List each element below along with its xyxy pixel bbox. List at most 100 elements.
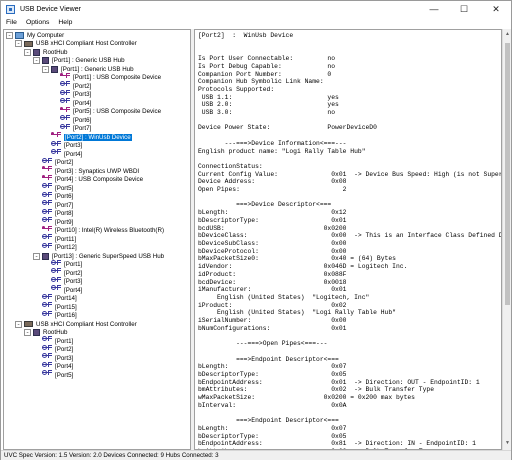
tree-node[interactable]: [Port1] (42, 259, 82, 270)
pane-splitter[interactable] (191, 29, 194, 450)
details-pane[interactable]: [Port2] : WinUsb Device Is Port User Con… (194, 29, 502, 450)
collapse-toggle-icon[interactable]: - (15, 320, 22, 328)
tree-node[interactable]: -[Port1] : Generic USB Hub (42, 65, 134, 74)
title-bar: USB Device Viewer — ☐ ✕ (1, 1, 511, 17)
maximize-button[interactable]: ☐ (459, 3, 469, 14)
tree-node-label: My Computer (27, 31, 65, 39)
tree-node[interactable]: [Port2] (51, 81, 92, 91)
tree-node[interactable]: [Port11] (33, 234, 76, 244)
tree-node[interactable]: -USB xHCI Compliant Host Controller (15, 40, 137, 49)
tree-node-label: [Port6] (55, 193, 74, 201)
tree-node[interactable]: [Port7] (33, 200, 74, 210)
collapse-toggle-icon[interactable]: - (6, 31, 13, 39)
tree-node[interactable]: [Port2] (33, 344, 74, 355)
details-line: bLength: 0x07 (198, 363, 347, 371)
tree-node[interactable]: [Port14] (33, 293, 77, 304)
usb-port-icon (42, 183, 52, 191)
hub-icon (33, 48, 40, 56)
close-button[interactable]: ✕ (492, 3, 500, 14)
tree-node[interactable]: [Port4] (42, 285, 83, 295)
usb-port-icon (51, 140, 61, 149)
tree-node-label: [Port14] (55, 295, 77, 303)
tree-node[interactable]: [Port1] : USB Composite Device (51, 72, 162, 83)
menu-file[interactable]: File (6, 19, 17, 26)
collapse-toggle-icon[interactable]: - (24, 329, 31, 337)
tree-node[interactable]: -RootHub (24, 48, 67, 57)
details-line: bEndpointAddress: 0x81 -> Direction: IN … (198, 440, 476, 448)
computer-icon (15, 31, 24, 39)
scroll-down-arrow-icon[interactable]: ▼ (505, 440, 510, 446)
usb-port-icon (42, 353, 52, 361)
usb-port-icon (60, 89, 70, 98)
tree-node-label: [Port10] : Intel(R) Wireless Bluetooth(R… (55, 227, 165, 235)
tree-node[interactable]: -RootHub (24, 329, 67, 338)
tree-node[interactable]: [Port4] (42, 149, 82, 159)
tree-node[interactable]: [Port5] : USB Composite Device (51, 106, 162, 117)
tree-node[interactable]: [Port2] (33, 157, 73, 168)
tree-node[interactable]: [Port5] (33, 370, 73, 380)
tree-node-label: [Port8] (55, 210, 74, 218)
usb-port-icon (42, 217, 52, 225)
tree-node[interactable]: [Port3] : Synaptics UWP WBDI (33, 166, 139, 176)
tree-node[interactable]: [Port6] (51, 115, 92, 125)
details-line: bDeviceProtocol: 0x00 (198, 247, 347, 255)
details-line: bmAttributes: 0x02 -> Bulk Transfer Type (198, 386, 435, 394)
details-line: English (United States) "Logi Rally Tabl… (198, 309, 396, 317)
tree-node[interactable]: [Port3] (42, 140, 82, 151)
details-line: USB 1.1: yes (198, 93, 339, 101)
tree-node[interactable]: [Port4] (51, 98, 91, 108)
menu-options[interactable]: Options (25, 19, 50, 26)
tree-node[interactable]: -[Port1] : Generic USB Hub (33, 57, 125, 66)
tree-node[interactable]: [Port1] (33, 336, 73, 346)
details-line: ===>Endpoint Descriptor<=== (198, 355, 339, 363)
collapse-toggle-icon[interactable]: - (33, 252, 40, 260)
usb-port-icon (60, 115, 70, 123)
usb-port-icon (60, 81, 70, 89)
tree-node-label: [Port4] (64, 286, 83, 294)
tree-node-label: [Port6] (73, 116, 92, 124)
usb-port-icon (51, 285, 61, 293)
tree-node[interactable]: [Port3] (33, 353, 73, 363)
menu-help[interactable]: Help (58, 19, 73, 26)
tree-node-label: [Port1] : USB Composite Device (73, 74, 162, 82)
tree-node[interactable]: [Port3] (51, 89, 91, 100)
usb-port-icon (42, 344, 52, 353)
tree-node[interactable]: -[Port13] : Generic SuperSpeed USB Hub (33, 252, 164, 261)
tree-node[interactable]: [Port7] (51, 123, 91, 134)
collapse-toggle-icon[interactable]: - (24, 48, 31, 56)
scroll-up-arrow-icon[interactable]: ▲ (505, 31, 510, 37)
tree-node[interactable]: [Port2] : WinUsb Device (42, 132, 132, 142)
details-line: bDescriptorType: 0x05 (198, 432, 347, 440)
tree-node-label: [Port7] (55, 201, 74, 209)
hub-icon (33, 329, 40, 337)
tree-node[interactable]: [Port2] (42, 268, 82, 278)
tree-node[interactable]: [Port10] : Intel(R) Wireless Bluetooth(R… (33, 225, 165, 236)
details-line: wMaxPacketSize: 0x0200 = 0x200 max bytes (198, 394, 415, 402)
collapse-toggle-icon[interactable]: - (15, 40, 22, 48)
tree-node-label: [Port2] (55, 346, 74, 354)
tree-node-label: [Port3] (64, 278, 83, 286)
tree-node[interactable]: [Port4] : USB Composite Device (33, 174, 143, 185)
usb-port-icon (60, 98, 70, 106)
tree-node[interactable]: [Port3] (42, 276, 83, 287)
tree-node[interactable]: - My Computer (6, 31, 64, 40)
tree-node[interactable]: [Port8] (33, 208, 74, 219)
collapse-toggle-icon[interactable]: - (42, 65, 49, 73)
collapse-toggle-icon[interactable]: - (33, 57, 40, 65)
tree-node[interactable]: [Port12] (33, 242, 77, 253)
scrollbar-thumb[interactable] (505, 43, 510, 305)
tree-node[interactable]: [Port9] (33, 217, 73, 227)
tree-node[interactable]: [Port16] (33, 310, 77, 321)
tree-node-label: [Port2] (73, 82, 92, 90)
tree-node-label: [Port5] : USB Composite Device (73, 108, 162, 116)
tree-node[interactable]: [Port15] (33, 302, 77, 312)
details-line: Is Port User Connectable: no (198, 55, 336, 63)
details-scrollbar[interactable]: ▲ ▼ (502, 29, 511, 450)
tree-node[interactable]: [Port4] (33, 361, 73, 372)
tree-node[interactable]: [Port5] (33, 183, 73, 193)
tree-node[interactable]: [Port6] (33, 191, 74, 202)
usb-port-icon (42, 242, 52, 251)
minimize-button[interactable]: — (429, 4, 439, 14)
device-tree[interactable]: -My Computer-USB xHCI Compliant Host Con… (3, 29, 191, 450)
tree-node[interactable]: -USB xHCI Compliant Host Controller (15, 320, 137, 329)
